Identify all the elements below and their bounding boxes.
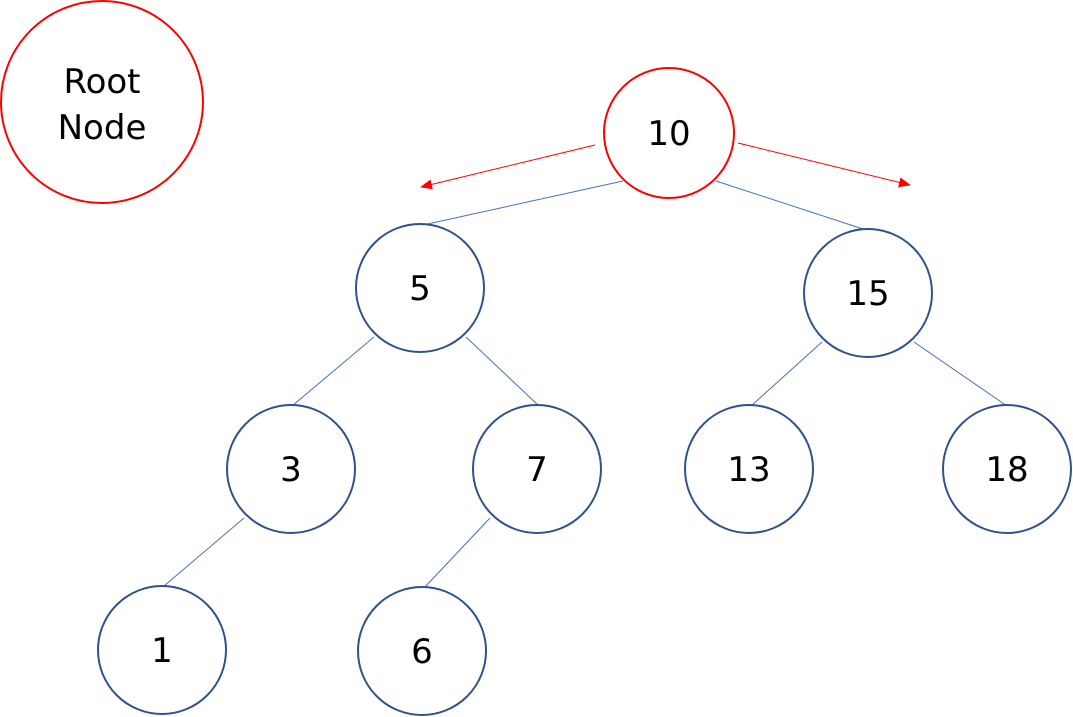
tree-node-label: 13: [727, 450, 770, 490]
tree-node-label: 1: [151, 631, 173, 671]
edge-15-18: [913, 341, 1008, 407]
tree-nodes: 10 5 15 3 7 13 18 1: [97, 67, 1072, 716]
tree-node-root: 10: [603, 67, 735, 199]
tree-edges: [163, 180, 1008, 589]
tree-node: 3: [226, 404, 356, 534]
root-node-legend-line2: Node: [58, 108, 147, 148]
tree-node-circle: [684, 404, 814, 534]
tree-node-label: 6: [411, 632, 433, 672]
tree-node: 1: [97, 585, 227, 715]
tree-node: 7: [472, 404, 602, 534]
tree-node-label: 3: [280, 450, 302, 490]
edge-5-7: [465, 336, 540, 407]
edge-3-1: [163, 517, 245, 587]
edge-10-5: [422, 180, 624, 226]
edge-15-13: [750, 341, 823, 407]
tree-node-label: 7: [526, 450, 548, 490]
left-direction-arrow: [420, 144, 596, 190]
tree-node-circle: [803, 228, 933, 358]
tree-node-circle: [357, 586, 487, 716]
edge-7-6: [423, 517, 491, 589]
tree-node: 18: [942, 404, 1072, 534]
tree-node-circle: [942, 404, 1072, 534]
root-node-legend-circle: [0, 0, 204, 204]
tree-node-label: 15: [846, 274, 889, 314]
tree-node-label: 10: [647, 114, 690, 154]
tree-node: 13: [684, 404, 814, 534]
tree-node-circle: [355, 223, 485, 353]
tree-node: 5: [355, 223, 485, 353]
root-node-legend: Root Node: [0, 0, 204, 204]
root-node-legend-line1: Root: [63, 62, 140, 102]
edge-5-3: [291, 336, 375, 407]
tree-node: 6: [357, 586, 487, 716]
tree-node: 15: [803, 228, 933, 358]
right-direction-arrow: [737, 142, 911, 188]
tree-node-label: 5: [409, 269, 431, 309]
tree-node-circle: [472, 404, 602, 534]
edge-10-15: [715, 180, 867, 231]
tree-node-circle: [97, 585, 227, 715]
tree-node-circle: [226, 404, 356, 534]
tree-node-label: 18: [985, 450, 1028, 490]
tree-node-circle: [603, 67, 735, 199]
direction-arrows: [420, 142, 911, 190]
